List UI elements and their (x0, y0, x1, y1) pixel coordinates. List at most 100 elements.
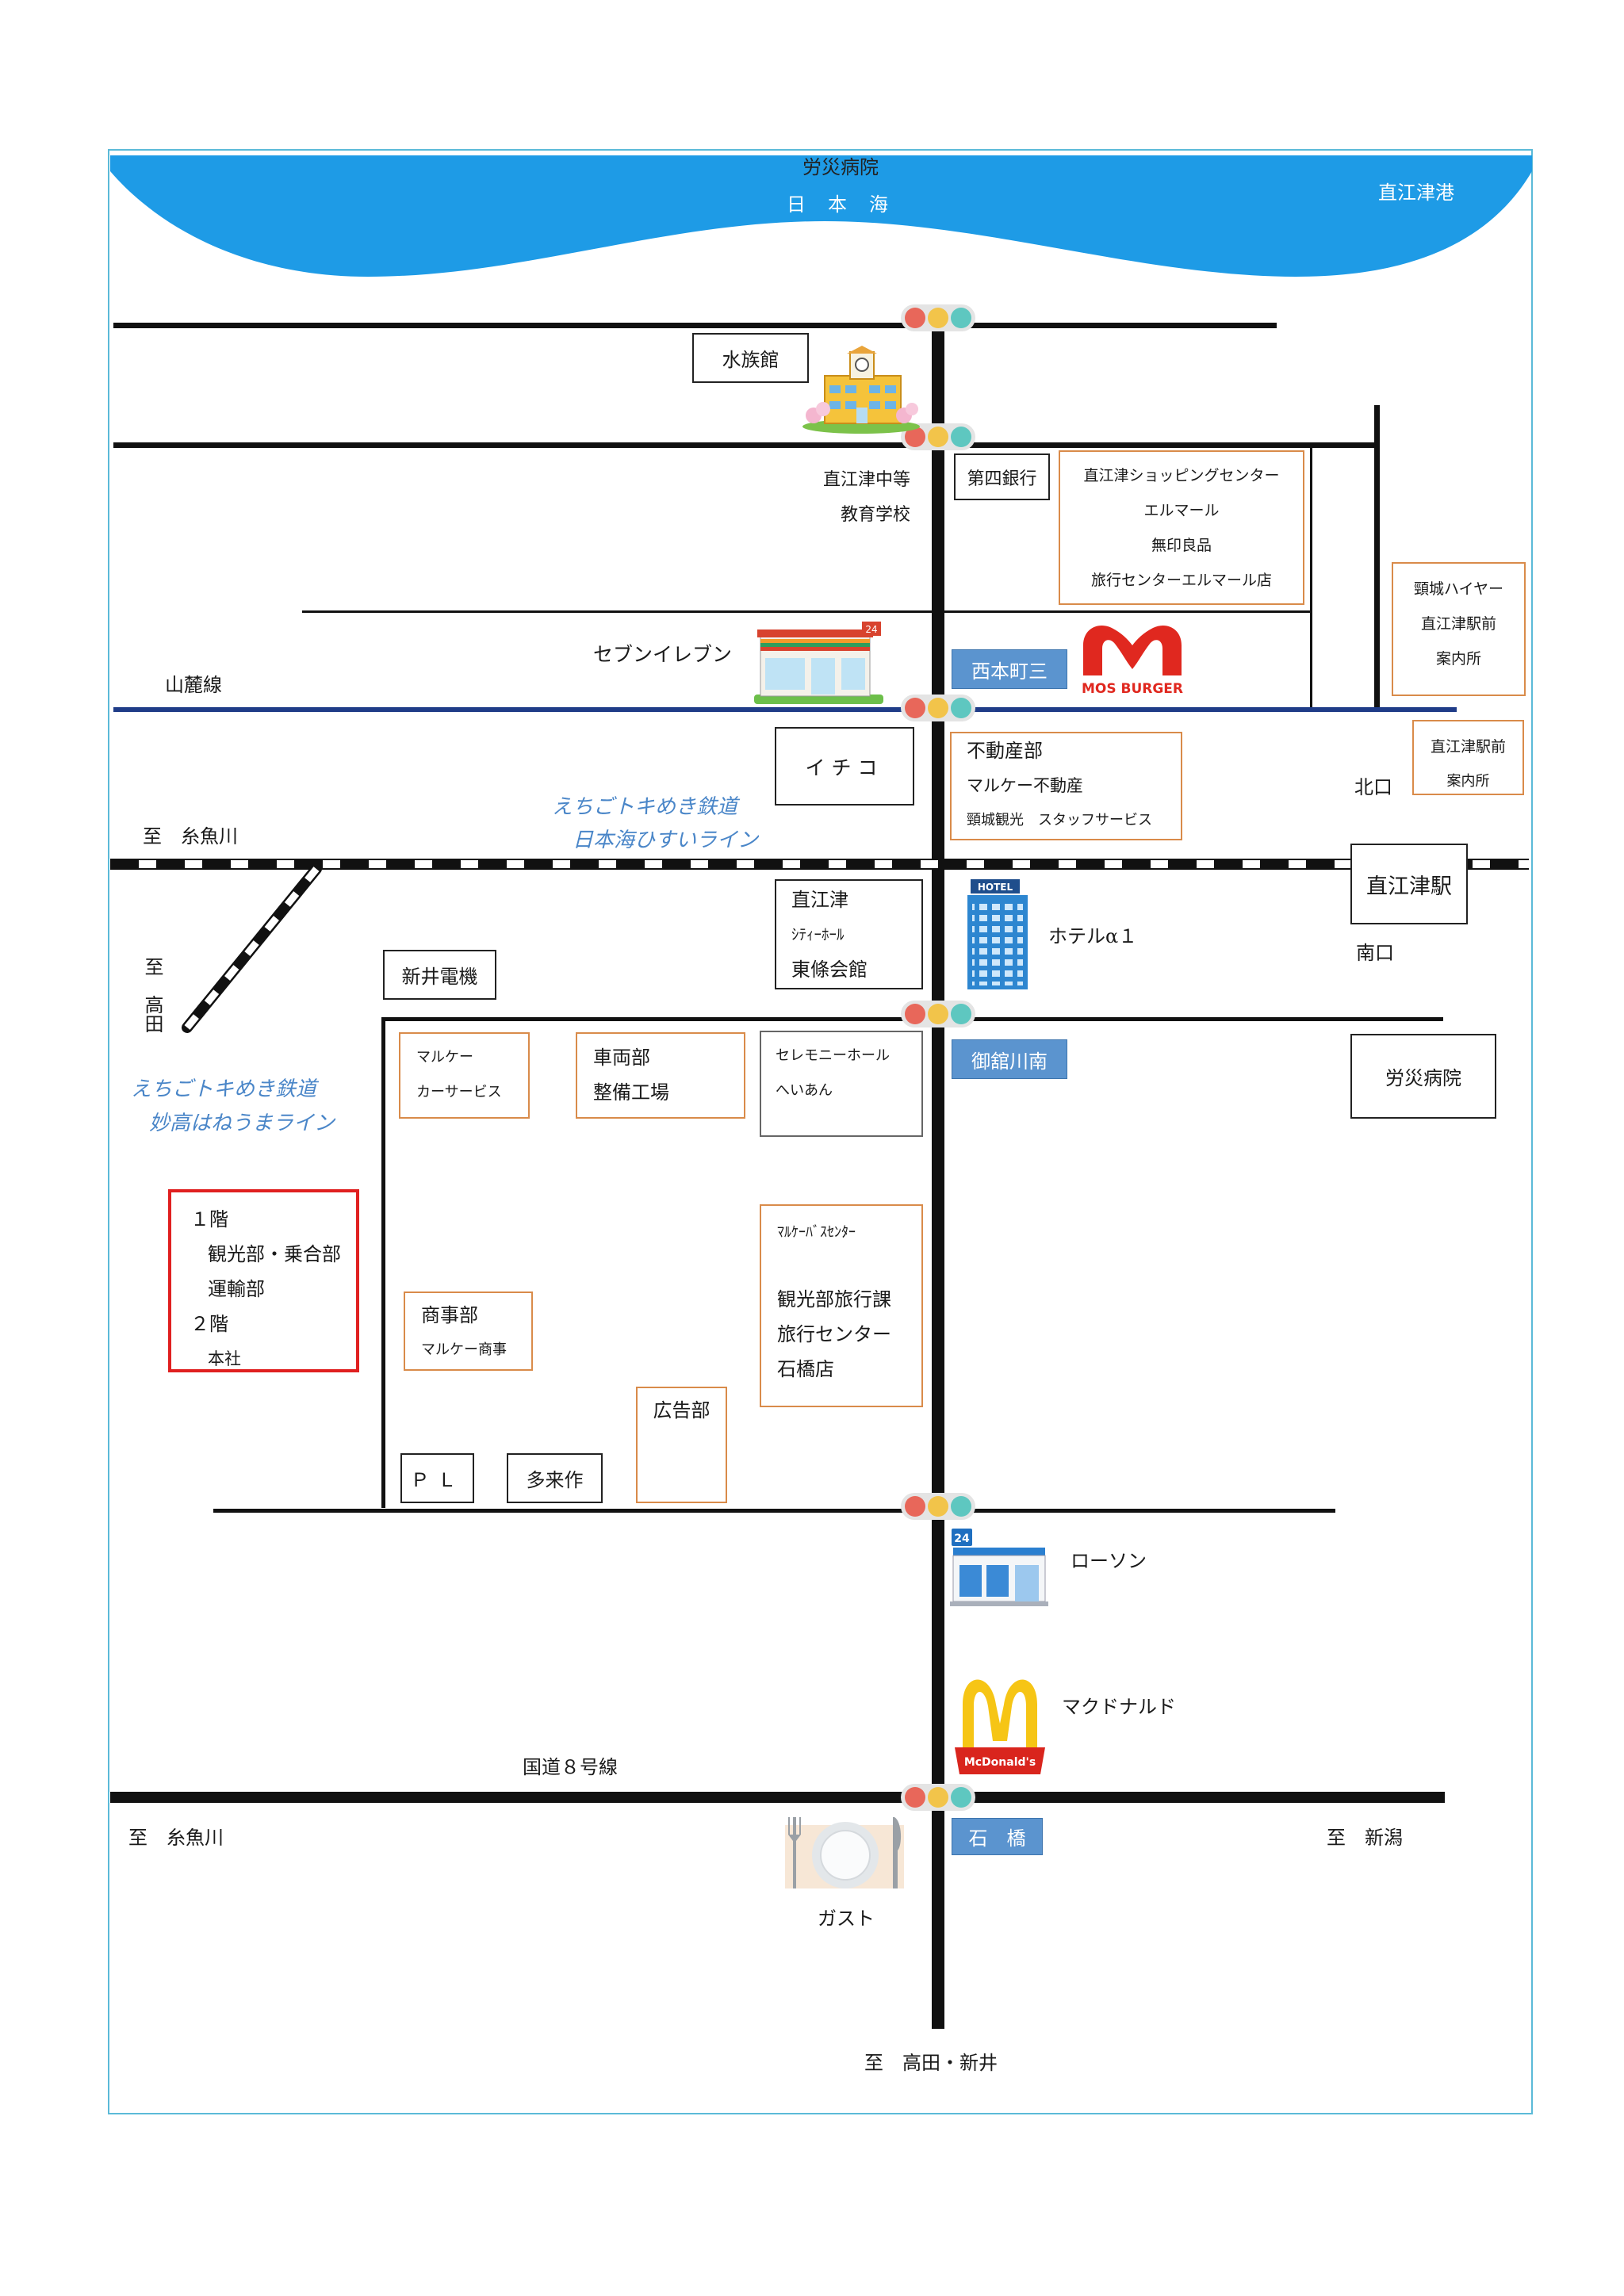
takisaku-label: 多来作 (526, 1469, 584, 1491)
lawson-sign: 24 (954, 1533, 970, 1545)
sanroku-line (113, 707, 1457, 712)
traffic-light (901, 1784, 975, 1811)
route-8-label: 国道８号線 (523, 1756, 618, 1778)
aquarium-box: 水族館 (692, 333, 809, 383)
ichiko-box: イチコ (775, 727, 914, 806)
traffic-light (901, 304, 975, 331)
takisaku-box: 多来作 (507, 1453, 603, 1503)
yellow-light-icon (927, 1004, 948, 1024)
traffic-light (901, 423, 975, 450)
pl-label: ＰＬ (410, 1469, 465, 1491)
direction-itoigawa-south: 至 糸魚川 (128, 1827, 224, 1849)
traffic-light (901, 1493, 975, 1520)
real-estate-box: 不動産部 マルケー不動産 頸城観光 スタッフサービス (950, 732, 1182, 840)
vehicle-division-line: 車両部 (593, 1047, 650, 1069)
red-light-icon (904, 1004, 925, 1024)
road-west-vertical (381, 1017, 385, 1508)
lawson-label: ローソン (1071, 1550, 1147, 1572)
hire-box: 頸城ハイヤー 直江津駅前 案内所 (1392, 562, 1526, 696)
traffic-light (901, 695, 975, 721)
yellow-light-icon (927, 427, 948, 447)
seven-eleven-sign: 24 (865, 624, 877, 635)
pl-box: ＰＬ (400, 1453, 474, 1503)
school-label-line: 直江津中等 (822, 470, 910, 490)
road-lawson-street (213, 1509, 1335, 1513)
road-east-vertical (1374, 405, 1380, 710)
car-service-line: マルケー (416, 1049, 473, 1066)
mcdonalds-logo-text: McDonald's (964, 1756, 1036, 1769)
green-light-icon (951, 427, 972, 447)
real-estate-line: マルケー不動産 (967, 776, 1083, 795)
school-label: 直江津中等 教育学校 (745, 463, 910, 533)
trading-division-line: マルケー商事 (421, 1341, 507, 1358)
headquarters-line: 運輸部 (208, 1278, 265, 1300)
real-estate-line: 頸城観光 スタッフサービス (967, 812, 1152, 828)
south-exit-label: 南口 (1356, 942, 1394, 964)
hire-line: 直江津駅前 (1420, 615, 1496, 633)
bus-center-line: 観光部旅行課 (777, 1288, 891, 1311)
green-light-icon (951, 1496, 972, 1517)
headquarters-box: １階 観光部・乗合部 運輸部 ２階 本社 (168, 1189, 359, 1372)
yellow-light-icon (927, 1787, 948, 1808)
bus-stop-ishibashi: 石 橋 (952, 1818, 1043, 1855)
school-icon (802, 346, 920, 434)
bus-center-title: ﾏﾙｹｰﾊﾞｽｾﾝﾀｰ (777, 1224, 856, 1241)
bank-label: 第四銀行 (967, 469, 1037, 489)
ichiko-label: イチコ (805, 756, 884, 779)
bus-center-line: 旅行センター (777, 1323, 891, 1345)
yellow-light-icon (927, 1496, 948, 1517)
lawson-icon: 24 (950, 1529, 1048, 1606)
railway-hisui-line (110, 859, 1529, 870)
ceremony-hall-box: セレモニーホール へいあん (760, 1031, 923, 1137)
school-label-line: 教育学校 (840, 505, 910, 525)
trading-division-line: 商事部 (421, 1304, 478, 1326)
shopping-center-line: 旅行センターエルマール店 (1090, 572, 1272, 589)
road-thin-street (302, 610, 1311, 613)
headquarters-line: 観光部・乗合部 (208, 1243, 341, 1265)
railway-company-label: えちごトキめき鉄道 (131, 1077, 317, 1101)
red-light-icon (904, 308, 925, 328)
railway-company-label: えちごトキめき鉄道 (552, 795, 738, 819)
shopping-center-line: エルマール (1143, 502, 1220, 519)
sea-hospital-label: 労災病院 (802, 156, 879, 178)
arai-denki-label: 新井電機 (401, 966, 478, 988)
arai-denki-box: 新井電機 (383, 950, 496, 1000)
red-light-icon (904, 1787, 925, 1808)
yellow-light-icon (927, 308, 948, 328)
direction-niigata: 至 新潟 (1327, 1827, 1403, 1849)
headquarters-floor-2: ２階 (190, 1313, 228, 1335)
railway-line-label: 日本海ひすいライン (573, 828, 759, 852)
aquarium-label: 水族館 (722, 349, 779, 371)
railway-line-label: 妙高はねうまライン (149, 1112, 335, 1135)
naoetsu-station-box: 直江津駅 (1350, 844, 1468, 924)
bus-center-box: ﾏﾙｹｰﾊﾞｽｾﾝﾀｰ 観光部旅行課 旅行センター 石橋店 (760, 1204, 923, 1407)
advertising-box: 広告部 (636, 1387, 727, 1503)
station-info-box: 直江津駅前 案内所 (1412, 720, 1524, 795)
shopping-center-line: 直江津ショッピングセンター (1083, 467, 1280, 484)
hire-line: 案内所 (1435, 650, 1481, 668)
green-light-icon (951, 1787, 972, 1808)
traffic-light (901, 1001, 975, 1027)
direction-takada-arai: 至 高田・新井 (864, 2052, 998, 2074)
main-road (932, 316, 944, 2029)
bus-stop-nishihoncho: 西本町三 (952, 649, 1067, 689)
bus-stop-mitachigawa: 御舘川南 (952, 1039, 1067, 1079)
green-light-icon (951, 308, 972, 328)
north-exit-label: 北口 (1354, 776, 1392, 798)
sea-name: 日 本 海 (787, 193, 890, 216)
red-light-icon (904, 698, 925, 718)
seven-eleven-icon: 24 (754, 622, 883, 704)
car-service-line: カーサービス (416, 1084, 502, 1100)
city-hall-line: 直江津 (791, 888, 848, 911)
red-light-icon (904, 1496, 925, 1517)
sanroku-line-label: 山麓線 (165, 674, 222, 696)
hire-line: 頸城ハイヤー (1413, 580, 1504, 598)
ceremony-hall-line: セレモニーホール (776, 1047, 890, 1064)
station-info-line: 直江津駅前 (1430, 738, 1506, 756)
vehicle-division-box: 車両部 整備工場 (576, 1032, 745, 1119)
city-hall-box: 直江津 ｼﾃｨｰﾎｰﾙ 東條会館 (775, 879, 923, 989)
ceremony-hall-line: へいあん (776, 1082, 833, 1099)
railway-haneuma-line (182, 863, 322, 1033)
gusto-label: ガスト (818, 1908, 875, 1930)
yellow-light-icon (927, 698, 948, 718)
